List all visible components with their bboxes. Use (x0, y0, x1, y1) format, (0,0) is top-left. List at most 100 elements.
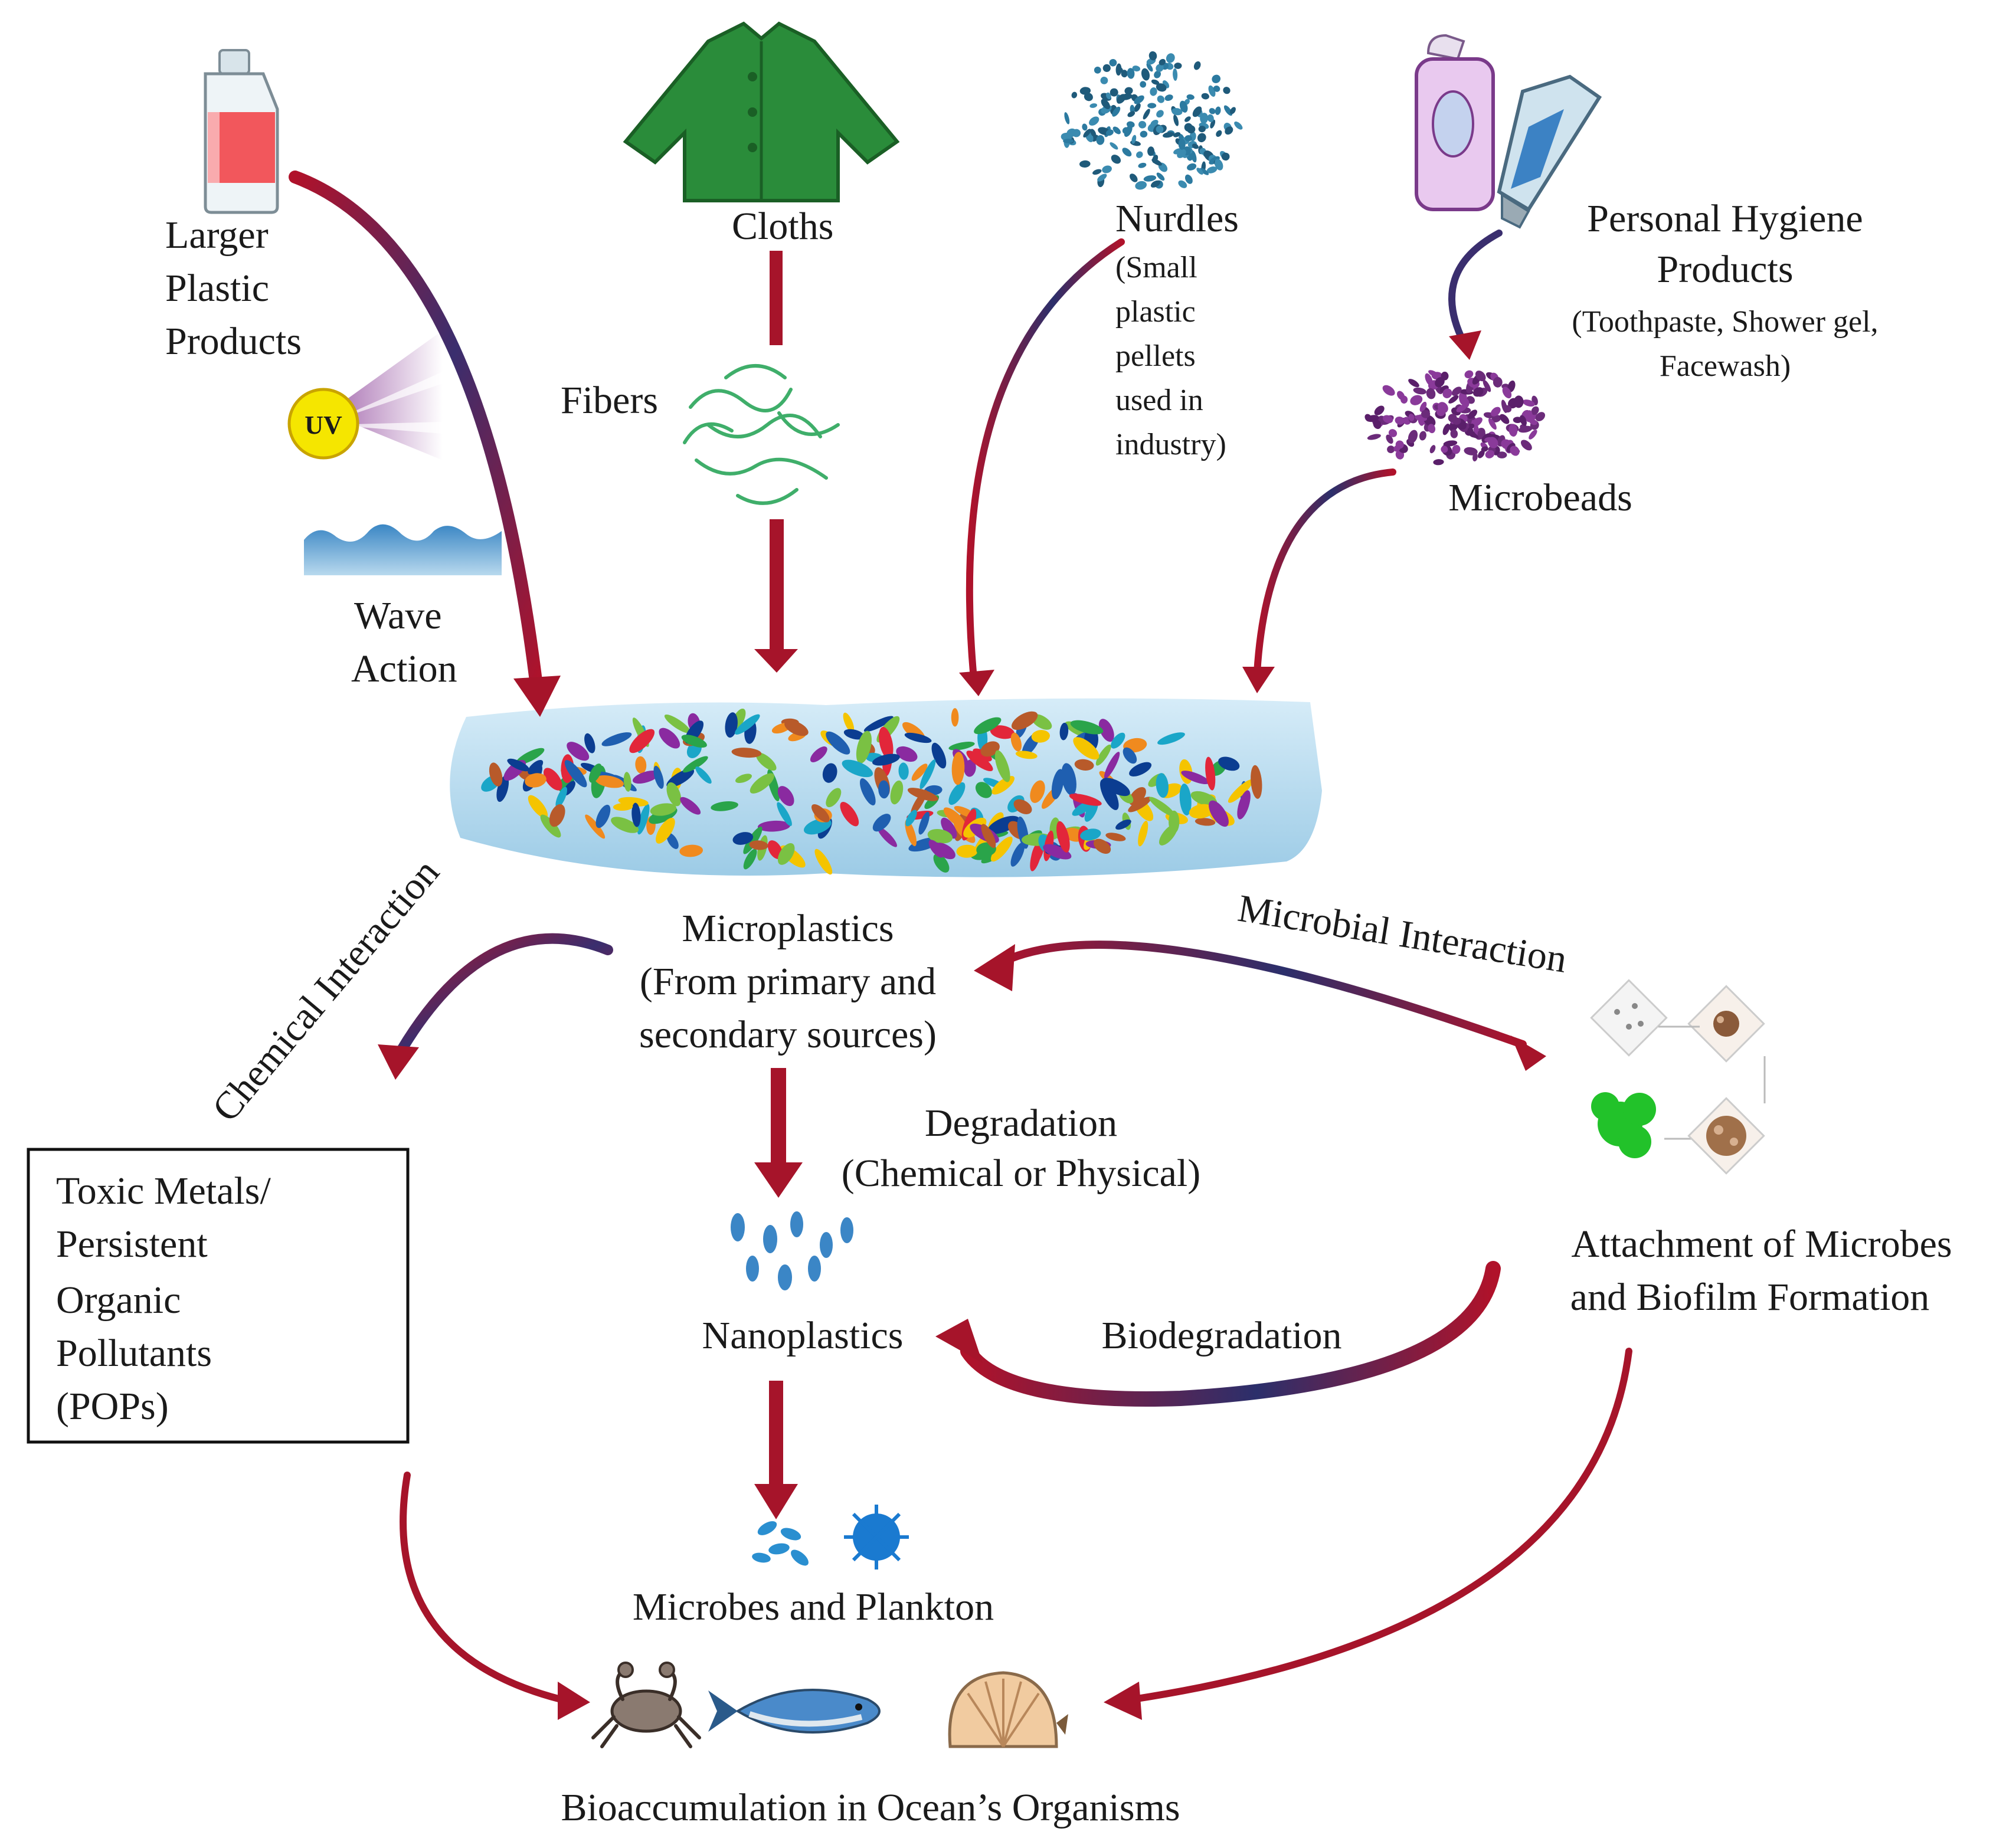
particle (666, 768, 695, 788)
wave-icon (304, 524, 502, 575)
arrow-microplastics-to-nanoplastics (754, 1068, 803, 1198)
particle (1529, 430, 1537, 440)
arrow-microplastics-to-biofilm (974, 941, 1546, 1071)
particle (1124, 87, 1133, 95)
particle (1112, 106, 1121, 117)
particle (1123, 747, 1137, 764)
particle (1198, 126, 1206, 133)
particle (1073, 737, 1099, 760)
particle (966, 751, 993, 772)
particle (1063, 139, 1074, 143)
arrow-toxic-metals-to-organisms (400, 1472, 590, 1720)
particle (1452, 444, 1461, 454)
particle (1456, 404, 1467, 412)
particle (1154, 70, 1161, 78)
svg-text:(Small: (Small (1115, 251, 1197, 284)
particle (725, 712, 738, 738)
microplastics-water-illustration (450, 698, 1323, 877)
particle (1069, 794, 1102, 806)
particle (1502, 386, 1512, 399)
particle (951, 708, 959, 727)
particle (1481, 446, 1488, 452)
particle (1187, 163, 1197, 171)
microbeads-icon (1364, 370, 1546, 466)
particle (1209, 108, 1216, 114)
particle (682, 756, 708, 773)
particle (927, 829, 953, 844)
particle (1174, 63, 1182, 69)
arrow-microbeads-to-microplastics (1242, 468, 1396, 693)
particle (1056, 821, 1070, 853)
particle (1221, 152, 1230, 161)
particle (933, 853, 950, 873)
particle (1151, 79, 1160, 85)
svg-text:Microplastics: Microplastics (682, 907, 894, 950)
arrow-nanoplastics-to-plankton (754, 1381, 798, 1519)
particle (1169, 810, 1180, 834)
particle (1212, 74, 1221, 83)
particle (732, 832, 754, 845)
microbial-interaction-label: Microbial Interaction (1235, 887, 1570, 981)
particle (1386, 434, 1393, 444)
particle (601, 732, 632, 746)
particle (1225, 126, 1233, 135)
particle (1184, 174, 1193, 184)
particle (1382, 385, 1395, 396)
particle (1082, 123, 1088, 131)
particle (840, 802, 859, 827)
particle (1186, 94, 1195, 100)
particle (1013, 799, 1032, 814)
particle (749, 840, 768, 850)
arrow-nurdles-to-microplastics (959, 238, 1125, 696)
particle (1507, 380, 1516, 392)
particle (1435, 377, 1445, 388)
larger-plastic-products-label: Larger Plastic Products (165, 214, 302, 363)
particle (1473, 387, 1484, 397)
particle (1513, 395, 1524, 408)
particle (777, 843, 795, 865)
particle (826, 788, 842, 808)
particle (743, 827, 763, 854)
particle (1234, 121, 1243, 130)
cloth-jacket-icon (623, 21, 900, 202)
svg-text:(POPs): (POPs) (56, 1385, 169, 1428)
svg-text:Facewash): Facewash) (1660, 349, 1791, 383)
svg-text:Plastic: Plastic (165, 267, 269, 310)
particle (1178, 180, 1187, 188)
particle (987, 815, 1020, 834)
particle (584, 733, 595, 753)
nanoplastic-particles-icon (731, 1211, 853, 1290)
particle (1140, 130, 1148, 138)
particle (1112, 126, 1121, 135)
particle (564, 760, 587, 788)
particle (1452, 417, 1461, 425)
particle (1531, 406, 1539, 415)
particle (1156, 773, 1169, 798)
particle (1101, 778, 1130, 797)
particle (567, 742, 590, 761)
particle (1475, 371, 1486, 382)
svg-text:Attachment of Microbes: Attachment of Microbes (1571, 1223, 1952, 1266)
particle (948, 742, 975, 751)
particle (507, 758, 530, 772)
particle (1156, 83, 1167, 92)
particle (1228, 779, 1254, 803)
particle (1433, 459, 1444, 466)
particle (1395, 416, 1405, 425)
particle (1210, 119, 1216, 129)
particle (1421, 409, 1431, 418)
toxic-metals-box (27, 1148, 410, 1444)
svg-text:Toxic Metals/: Toxic Metals/ (56, 1169, 271, 1213)
particle (1011, 711, 1038, 730)
particle (528, 759, 544, 775)
particle (990, 725, 1015, 739)
particle (1134, 95, 1144, 104)
particle (1079, 160, 1091, 168)
arrow-biofilm-to-organisms (1104, 1348, 1632, 1720)
particle (879, 726, 894, 759)
particle (653, 765, 664, 789)
particle (777, 802, 792, 826)
particle (1374, 405, 1385, 415)
particle (1100, 76, 1108, 84)
particle (1150, 119, 1159, 126)
